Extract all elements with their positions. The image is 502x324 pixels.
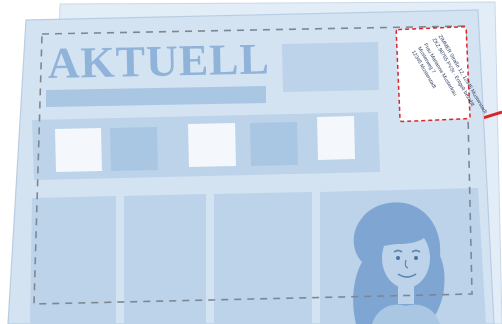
header-image-block xyxy=(282,42,379,92)
teaser-thumb-2 xyxy=(110,127,158,171)
column-3 xyxy=(214,192,312,324)
column-1 xyxy=(30,196,116,324)
teaser-thumb-1 xyxy=(55,128,102,172)
headline-text: AKTUELL xyxy=(47,34,270,88)
teaser-thumb-5 xyxy=(317,116,355,160)
teaser-thumb-3 xyxy=(188,123,236,167)
column-2 xyxy=(124,194,206,324)
teaser-thumb-4 xyxy=(250,122,298,166)
woman-illustration xyxy=(353,202,444,324)
